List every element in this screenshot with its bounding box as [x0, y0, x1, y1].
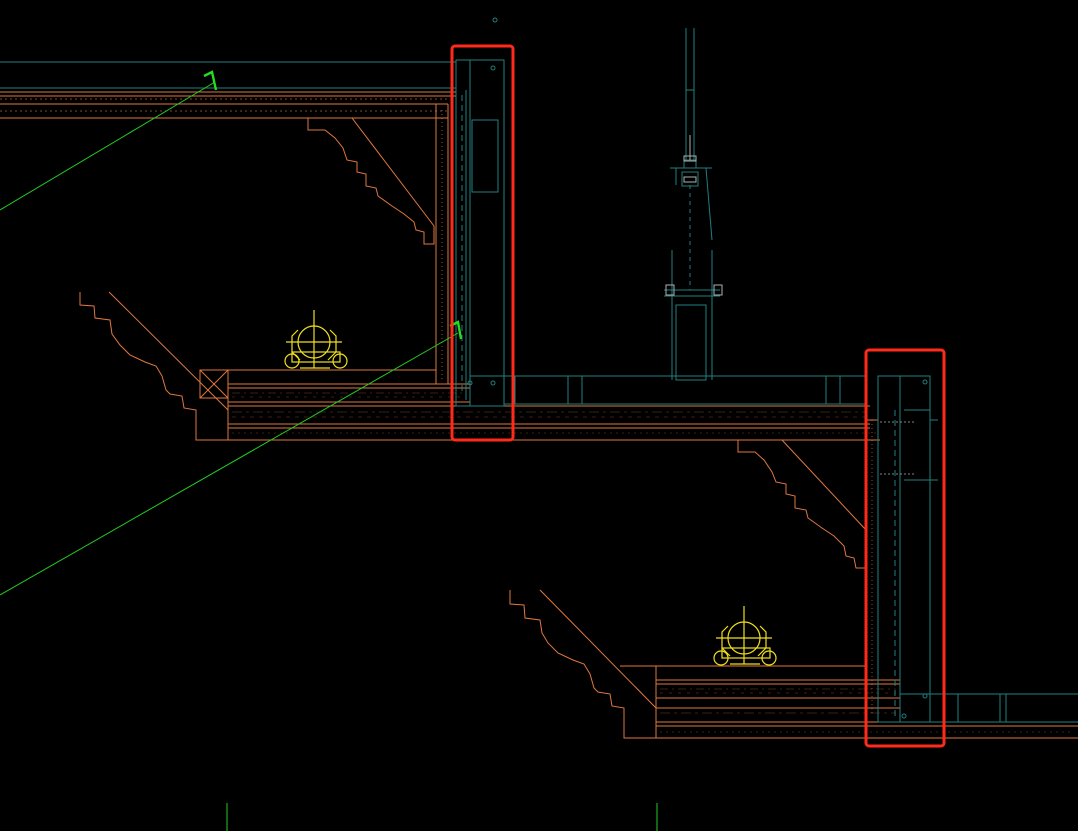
upper-floor-boards	[227, 369, 880, 441]
upper-lamp-fixture	[284, 310, 348, 369]
upper-top-board	[0, 91, 456, 119]
lower-steel-column	[877, 375, 938, 723]
lower-crown-moulding	[737, 439, 867, 569]
upper-floor-hatch	[232, 392, 876, 434]
highlight-box-upper	[450, 44, 515, 442]
upper-crown-moulding	[307, 117, 435, 245]
lower-floor-moulding	[509, 589, 657, 739]
section-arrow-upper-icon	[203, 70, 218, 91]
lower-floor-hatch	[660, 688, 1074, 733]
middle-steel-ledger	[504, 375, 866, 405]
guide-lines	[0, 81, 658, 831]
right-floor-slab	[930, 693, 1078, 723]
highlight-box-lower	[864, 348, 946, 748]
hanger-rod-nut-detail	[665, 135, 723, 296]
upper-wall-panel	[435, 104, 449, 384]
hanger-rod-assembly	[664, 28, 720, 381]
upper-steel-column	[455, 17, 505, 407]
lower-lamp-fixture	[713, 606, 777, 666]
upper-floor-moulding	[79, 291, 229, 441]
lower-column-fasteners	[880, 421, 915, 475]
upper-ceiling-slab	[0, 61, 456, 89]
